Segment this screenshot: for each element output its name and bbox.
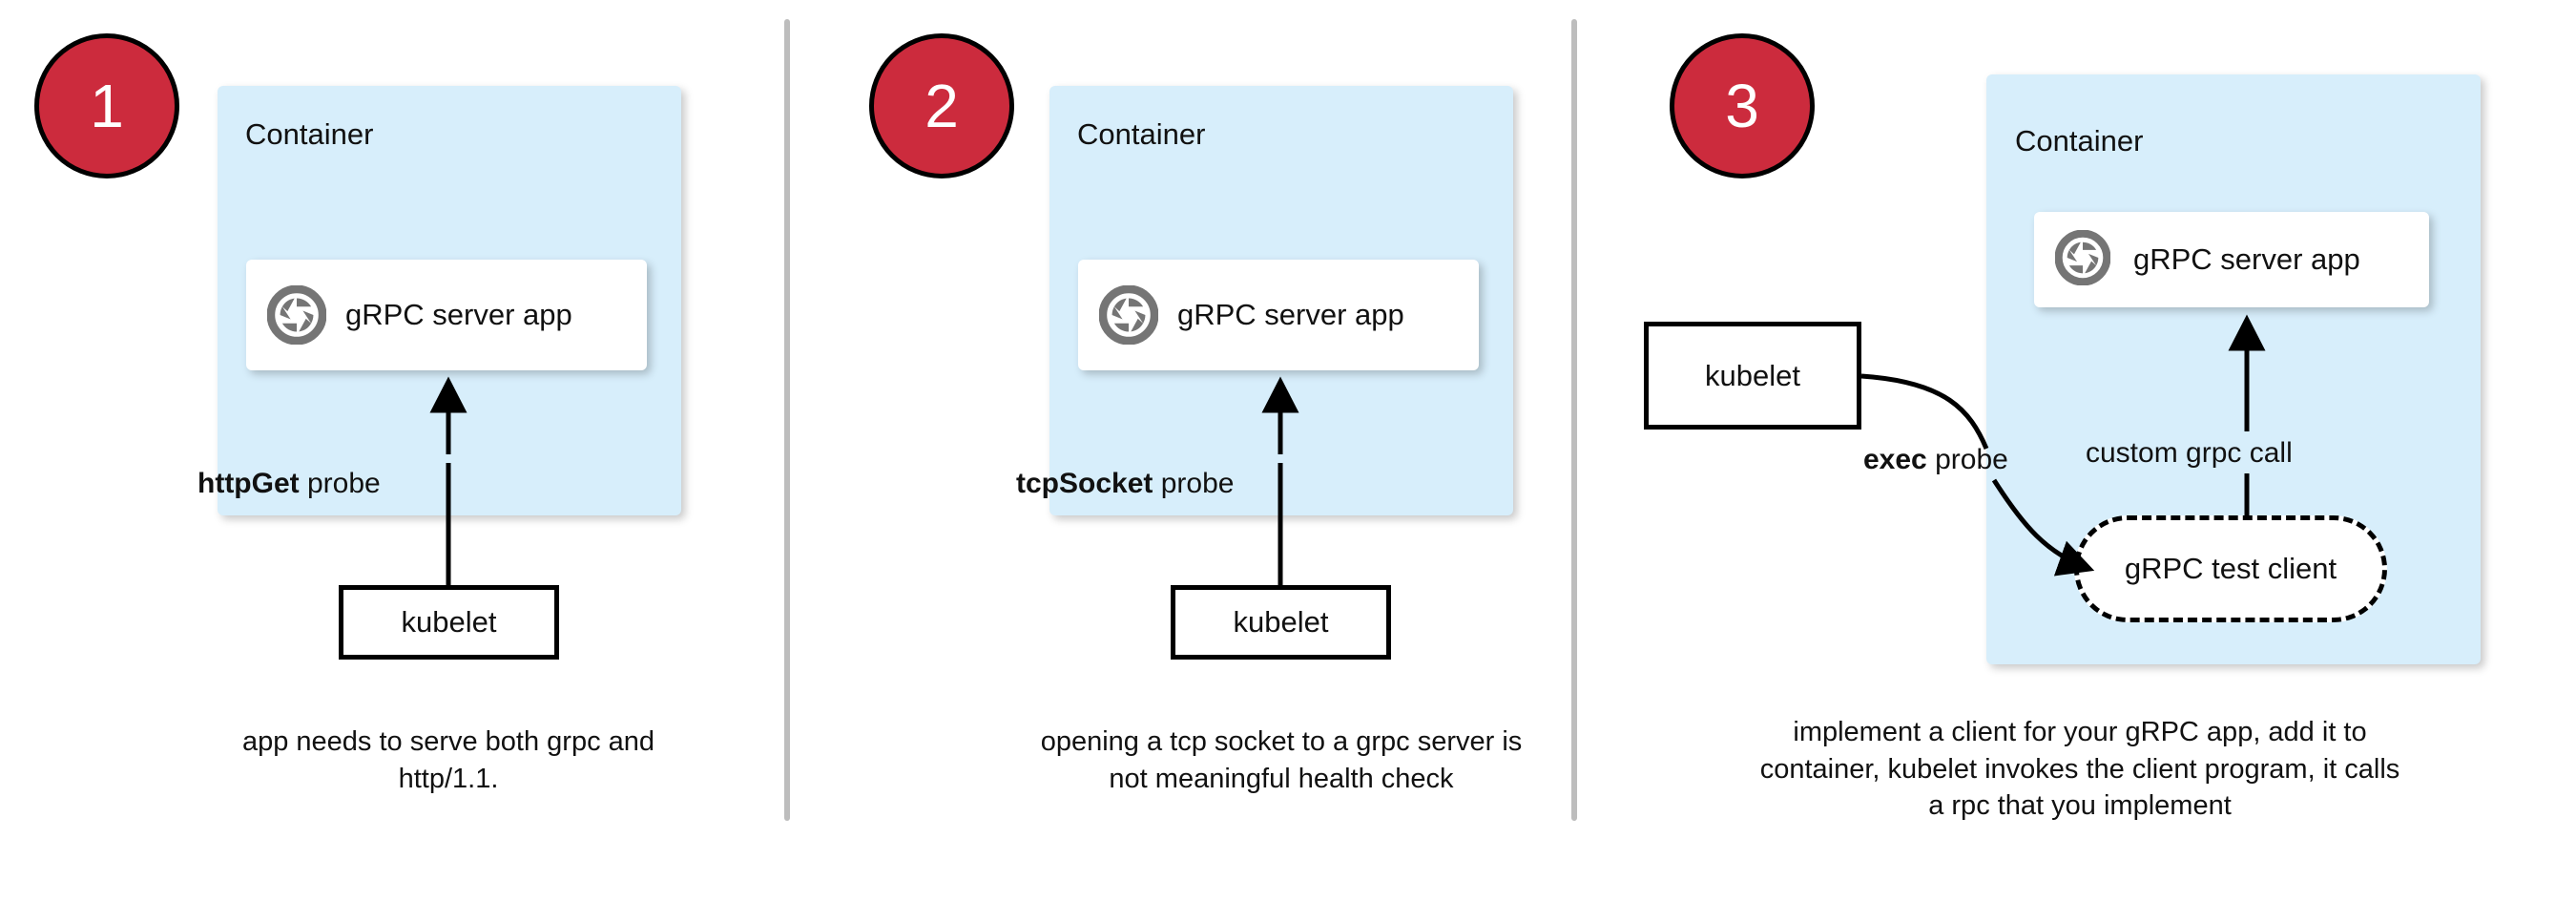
probe-keyword: httpGet	[197, 468, 300, 499]
grpc-server-app-box-2: gRPC server app	[1078, 260, 1479, 370]
step-badge-2-number: 2	[924, 72, 959, 140]
kubelet-label-2: kubelet	[1233, 605, 1329, 639]
panel-tcpsocket-probe: 2 Container gRPC server app	[787, 0, 1574, 923]
step-badge-3: 3	[1670, 33, 1815, 178]
grpc-test-client-pill: gRPC test client	[2074, 515, 2387, 622]
grpc-test-client-label: gRPC test client	[2124, 552, 2337, 585]
kubelet-box-2: kubelet	[1171, 585, 1391, 660]
container-label-3: Container	[2015, 124, 2144, 157]
probe-suffix: probe	[1926, 444, 2008, 475]
probe-keyword: exec	[1863, 444, 1927, 475]
grpc-server-app-box-1: gRPC server app	[246, 260, 647, 370]
probe-keyword: tcpSocket	[1016, 468, 1153, 499]
container-label-2: Container	[1077, 117, 1206, 151]
grpc-aperture-icon	[1098, 284, 1159, 346]
panel-caption-2: opening a tcp socket to a grpc server is…	[1040, 726, 1523, 794]
panel-divider-2	[1571, 19, 1577, 821]
grpc-aperture-icon	[2054, 229, 2114, 289]
panel-exec-probe: 3 kubelet Container	[1574, 0, 2576, 923]
panel-caption-3: implement a client for your gRPC app, ad…	[1759, 717, 2400, 822]
grpc-aperture-icon	[266, 284, 327, 346]
tcpsocket-probe-label: tcpSocket probe	[1016, 468, 1234, 500]
grpc-server-app-label-1: gRPC server app	[345, 298, 572, 331]
kubelet-box-3: kubelet	[1644, 322, 1861, 430]
kubelet-label-3: kubelet	[1705, 358, 1800, 392]
custom-grpc-call-label: custom grpc call	[2086, 437, 2293, 469]
probe-suffix: probe	[1153, 468, 1235, 499]
panel-caption-1: app needs to serve both grpc and http/1.…	[241, 726, 655, 794]
probe-suffix: probe	[299, 468, 381, 499]
step-badge-2: 2	[869, 33, 1014, 178]
step-badge-1-number: 1	[90, 72, 124, 140]
step-badge-1: 1	[34, 33, 179, 178]
step-badge-3-number: 3	[1725, 72, 1759, 140]
panel-httpget-probe: 1 Container gRPC server app	[0, 0, 787, 923]
container-label-1: Container	[245, 117, 374, 151]
kubelet-label-1: kubelet	[401, 605, 497, 639]
grpc-server-app-label-3: gRPC server app	[2133, 242, 2360, 276]
httpget-probe-label: httpGet probe	[197, 468, 381, 500]
grpc-server-app-box-3: gRPC server app	[2034, 212, 2429, 307]
kubelet-box-1: kubelet	[339, 585, 559, 660]
panel-divider-1	[784, 19, 790, 821]
exec-probe-label: exec probe	[1863, 444, 2008, 476]
grpc-server-app-label-2: gRPC server app	[1177, 298, 1404, 331]
